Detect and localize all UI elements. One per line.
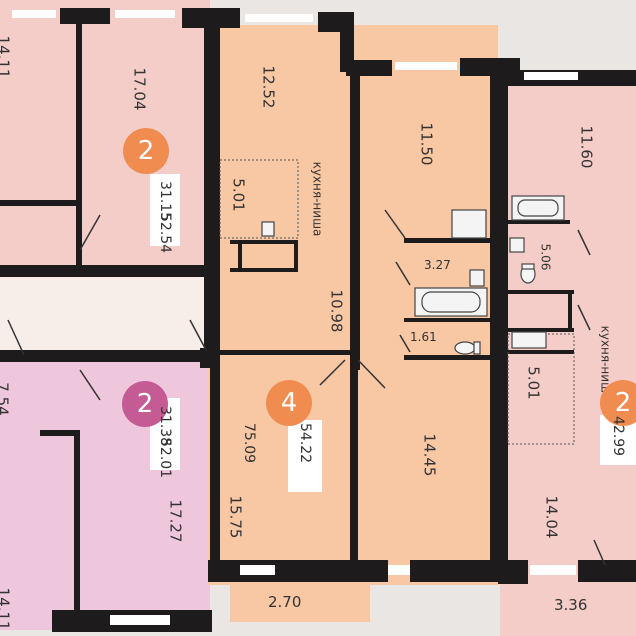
apt-bottom-left-room-edge-b: 14.11 [0, 587, 13, 631]
apt-right-room-b: 14.04 [542, 495, 561, 539]
corridor-fill [0, 275, 210, 355]
windows [12, 10, 578, 625]
apt-top-left-rooms-badge[interactable]: 2 [123, 128, 169, 174]
apt-center-bath: 3.27 [424, 258, 451, 272]
apt-right-rooms-badge[interactable]: 2 [600, 380, 636, 426]
apt-top-left-room-kitchen: 17.04 [130, 67, 149, 111]
apt-right-room-a: 11.60 [577, 125, 596, 169]
apt-right-balcony: 3.36 [554, 596, 588, 614]
apt-center-room-b: 11.50 [417, 122, 436, 166]
door-lines [7, 209, 606, 566]
apt-center-living-area: 54.22 [297, 423, 313, 464]
apt-center-niche-label: кухня-ниша [310, 161, 325, 237]
apt-center-total-area: 75.09 [241, 423, 257, 464]
apt-center-room-a: 12.52 [259, 65, 278, 109]
apt-right-bath: 5.06 [538, 243, 553, 271]
apt-bottom-left-fill[interactable] [0, 355, 210, 630]
apt-right-total-area: 42.99 [610, 416, 626, 457]
balcony-center-fill [230, 578, 370, 622]
apt-center-room-c: 14.45 [420, 433, 439, 477]
fixtures [261, 195, 565, 355]
apt-center-wc: 1.61 [410, 330, 437, 344]
apt-right-niche-area: 5.01 [524, 366, 543, 400]
balcony-right-fill [500, 585, 636, 636]
apt-center-hall: 10.98 [327, 289, 346, 333]
apt-bottom-left-total-area: 52.01 [157, 438, 173, 479]
apt-center-rooms-badge[interactable]: 4 [266, 380, 312, 426]
apt-top-left-room-edge: 14.11 [0, 35, 13, 79]
apt-bottom-left-room-edge-a: 7.54 [0, 382, 12, 416]
apt-top-left-total-area: 52.54 [157, 213, 173, 254]
apt-center-niche-area: 5.01 [229, 178, 248, 212]
apt-center-balcony: 2.70 [268, 593, 302, 611]
apt-center-room-d: 15.75 [226, 495, 245, 539]
apt-bottom-left-room-main: 17.27 [166, 499, 185, 543]
apt-bottom-left-rooms-badge[interactable]: 2 [122, 381, 168, 427]
